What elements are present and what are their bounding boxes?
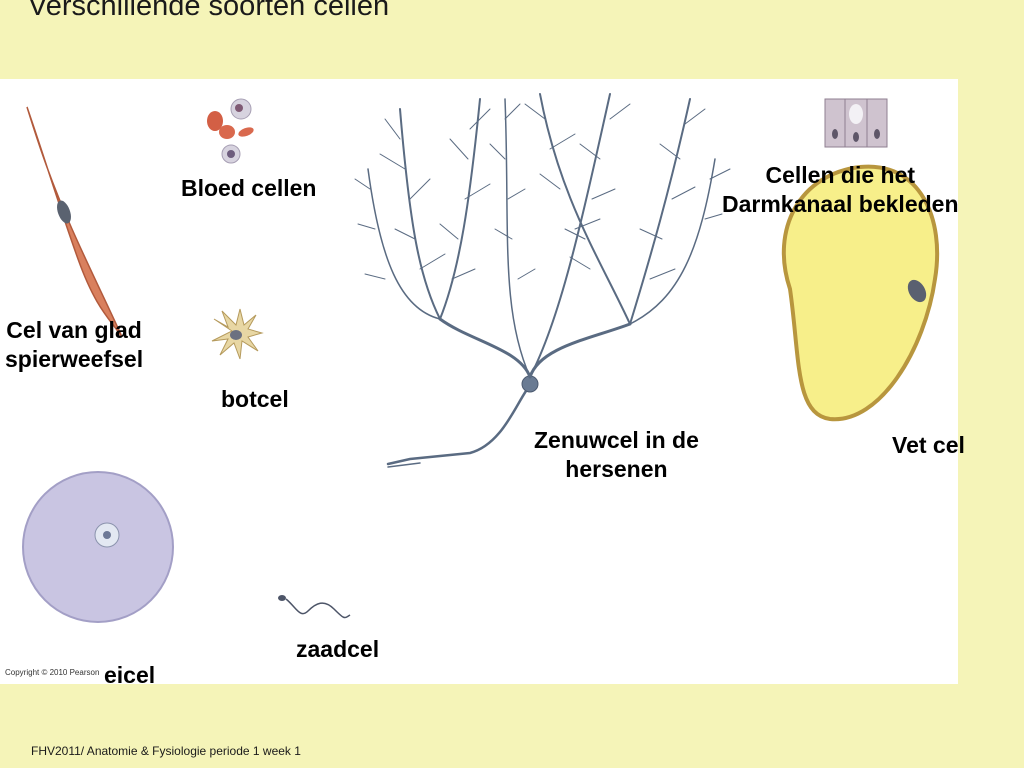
label-smooth-muscle: Cel van glad spierweefsel (5, 316, 143, 374)
label-nerve-cell: Zenuwcel in de hersenen (534, 426, 699, 484)
label-intestinal-cells-line1: Cellen die het (765, 162, 916, 188)
label-fat-cell: Vet cel (892, 432, 965, 458)
intestinal-lining-cells-illustration (824, 98, 888, 148)
nerve-cell-illustration (354, 93, 731, 468)
label-smooth-muscle-line2: spierweefsel (5, 346, 144, 372)
bone-cell-illustration (211, 308, 264, 360)
egg-cell-illustration (22, 471, 174, 623)
label-sperm-cell: zaadcel (296, 636, 380, 662)
copyright-notice: Copyright © 2010 Pearson (5, 668, 100, 677)
label-intestinal-cells-line2: Darmkanaal bekleden (722, 191, 959, 217)
label-smooth-muscle-line1: Cel van glad (6, 317, 142, 343)
sperm-cell-illustration (278, 595, 351, 619)
smooth-muscle-cell-illustration (26, 106, 123, 338)
label-intestinal-cells: Cellen die het Darmkanaal bekleden (722, 161, 959, 219)
slide-title: Verschillende soorten cellen (28, 0, 390, 22)
slide-footer: FHV2011/ Anatomie & Fysiologie periode 1… (31, 744, 301, 758)
label-nerve-cell-line2: hersenen (565, 456, 668, 482)
label-nerve-cell-line1: Zenuwcel in de (534, 427, 699, 453)
fat-cell-illustration (781, 164, 940, 422)
cell-illustrations (22, 93, 940, 623)
blood-cells-illustration (207, 98, 254, 164)
label-egg-cell: eicel (104, 662, 156, 688)
cell-types-figure: Bloed cellen Cel van glad spierweefsel b… (0, 79, 965, 688)
label-bone-cell: botcel (221, 386, 289, 412)
label-blood-cells: Bloed cellen (181, 175, 317, 201)
